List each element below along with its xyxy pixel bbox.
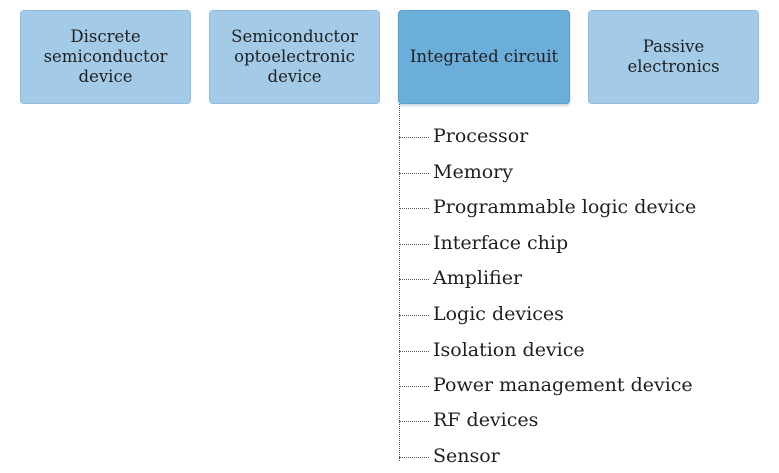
- subcategory-item-interface-chip[interactable]: Interface chip: [399, 231, 568, 255]
- subcategory-item-memory[interactable]: Memory: [399, 160, 513, 184]
- tree-connector-branch: [399, 457, 429, 458]
- tab-passive-electronics[interactable]: Passive electronics: [588, 10, 759, 104]
- subcategory-label: Isolation device: [433, 339, 585, 361]
- tree-connector-branch: [399, 244, 429, 245]
- tree-connector-branch: [399, 386, 429, 387]
- subcategory-label: Power management device: [433, 374, 693, 396]
- subcategory-label: Processor: [433, 125, 529, 147]
- tab-label: Discrete semiconductor device: [43, 27, 168, 86]
- subcategory-item-power-management-device[interactable]: Power management device: [399, 373, 693, 397]
- subcategory-item-programmable-logic-device[interactable]: Programmable logic device: [399, 195, 696, 219]
- tree-connector-branch: [399, 137, 429, 138]
- tab-label: Integrated circuit: [409, 47, 559, 66]
- tab-label: Passive electronics: [627, 37, 720, 76]
- subcategory-item-isolation-device[interactable]: Isolation device: [399, 338, 585, 362]
- tree-connector-branch: [399, 351, 429, 352]
- subcategory-label: Memory: [433, 161, 513, 183]
- subcategory-item-rf-devices[interactable]: RF devices: [399, 408, 538, 432]
- subcategory-item-logic-devices[interactable]: Logic devices: [399, 302, 564, 326]
- subcategory-item-sensor[interactable]: Sensor: [399, 444, 500, 468]
- tree-connector-branch: [399, 279, 429, 280]
- subcategory-label: Interface chip: [433, 232, 569, 254]
- tree-connector-trunk: [399, 104, 400, 461]
- subcategory-label: Amplifier: [433, 267, 523, 289]
- tree-connector-branch: [399, 173, 429, 174]
- tab-label: Semiconductor optoelectronic device: [231, 27, 358, 86]
- tab-integrated-circuit[interactable]: Integrated circuit: [398, 10, 570, 104]
- subcategory-label: RF devices: [433, 409, 539, 431]
- tab-semiconductor-optoelectronic-device[interactable]: Semiconductor optoelectronic device: [209, 10, 380, 104]
- tab-discrete-semiconductor-device[interactable]: Discrete semiconductor device: [20, 10, 191, 104]
- subcategory-label: Programmable logic device: [433, 196, 697, 218]
- subcategory-item-amplifier[interactable]: Amplifier: [399, 266, 522, 290]
- tree-connector-branch: [399, 421, 429, 422]
- tree-connector-branch: [399, 315, 429, 316]
- subcategory-label: Logic devices: [433, 303, 564, 325]
- tree-connector-branch: [399, 208, 429, 209]
- subcategory-item-processor[interactable]: Processor: [399, 124, 528, 148]
- subcategory-label: Sensor: [433, 445, 500, 467]
